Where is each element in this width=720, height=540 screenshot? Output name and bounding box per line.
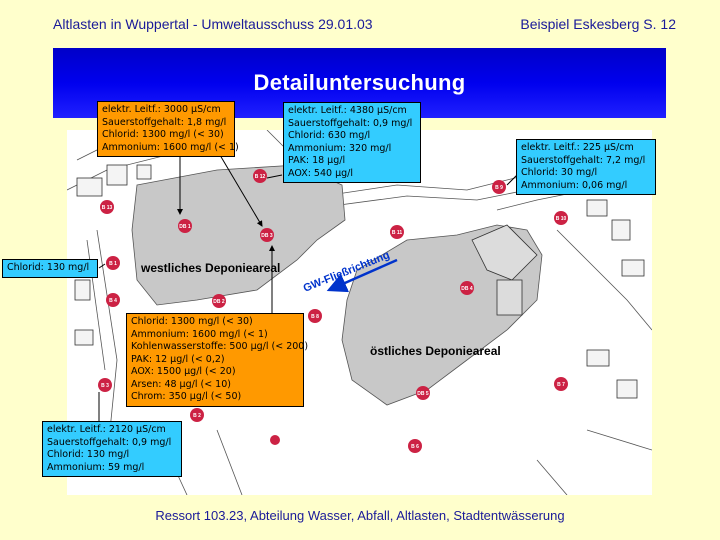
measurement-line: Arsen: 48 µg/l (< 10) xyxy=(131,378,231,390)
well-db2: DB 2 xyxy=(212,294,226,308)
well-b7: B 7 xyxy=(554,377,568,391)
measurement-line: PAK: 12 µg/l (< 0,2) xyxy=(131,353,225,365)
well-markers: B 1 B 2 B 3 B 4 B 6 B 7 B 8 B 9 B 10 B 1… xyxy=(98,169,568,453)
building-outlines xyxy=(74,164,645,399)
svg-text:DB 3: DB 3 xyxy=(261,233,273,239)
footer-text: Ressort 103.23, Abteilung Wasser, Abfall… xyxy=(155,508,565,523)
well-b13: B 13 xyxy=(100,200,114,214)
measurement-line: Chlorid: 130 mg/l xyxy=(47,449,130,460)
svg-text:B 1: B 1 xyxy=(109,261,117,267)
measurement-line: AOX: 1500 µg/l (< 20) xyxy=(131,366,236,377)
measurement-line: Chlorid: 30 mg/l xyxy=(521,167,598,178)
measurement-line: Chlorid: 1300 mg/l (< 30) xyxy=(102,129,224,140)
measurement-line: Ammonium: 1600 mg/l (< 1) xyxy=(131,328,268,340)
measurement-line: Sauerstoffgehalt: 7,2 mg/l xyxy=(521,154,646,166)
east-area-label: östliches Deponieareal xyxy=(370,344,501,358)
svg-text:B 2: B 2 xyxy=(193,413,201,419)
measurement-line: elektr. Leitf.: 3000 µS/cm xyxy=(102,104,221,115)
svg-text:DB 2: DB 2 xyxy=(213,299,225,305)
measurement-line: Ammonium: 320 mg/l xyxy=(288,142,392,154)
well-db1: DB 1 xyxy=(178,219,192,233)
svg-text:B 13: B 13 xyxy=(102,205,113,211)
flow-direction-arrow xyxy=(326,258,398,293)
connector-lines xyxy=(98,149,518,425)
measurement-line: PAK: 18 µg/l xyxy=(288,155,346,166)
west-area-label: westliches Deponieareal xyxy=(140,261,280,275)
well-b4: B 4 xyxy=(106,293,120,307)
measurement-line: Sauerstoffgehalt: 0,9 mg/l xyxy=(288,117,413,129)
well-b10: B 10 xyxy=(554,211,568,225)
measurement-line: Chlorid: 630 mg/l xyxy=(288,130,371,141)
svg-text:DB 4: DB 4 xyxy=(461,286,473,292)
measurement-line: elektr. Leitf.: 4380 µS/cm xyxy=(288,105,407,116)
svg-text:B 6: B 6 xyxy=(411,444,419,450)
industrial-building xyxy=(471,224,538,316)
measurement-line: Kohlenwasserstoffe: 500 µg/l (< 200) xyxy=(131,341,309,352)
measurement-line: Ammonium: 0,06 mg/l xyxy=(521,179,628,191)
well-b11: B 11 xyxy=(390,225,404,239)
well-db5: DB 5 xyxy=(416,386,430,400)
site-map: B 1 B 2 B 3 B 4 B 6 B 7 B 8 B 9 B 10 B 1… xyxy=(66,129,653,496)
well-unlabeled xyxy=(270,435,280,445)
well-b8: B 8 xyxy=(308,309,322,323)
well-db4: DB 4 xyxy=(460,281,474,295)
well-b3: B 3 xyxy=(98,378,112,392)
measurement-line: Sauerstoffgehalt: 0,9 mg/l xyxy=(47,436,172,448)
well-b2: B 2 xyxy=(190,408,204,422)
slide-title: Detailuntersuchung xyxy=(253,70,466,95)
svg-text:B 9: B 9 xyxy=(495,185,503,191)
svg-text:B 4: B 4 xyxy=(109,298,117,304)
measurement-line: Chlorid: 130 mg/l xyxy=(7,262,90,273)
header-right-text: Beispiel Eskesberg S. 12 xyxy=(520,16,676,32)
well-b6: B 6 xyxy=(408,439,422,453)
measurement-line: AOX: 540 µg/l xyxy=(288,167,353,179)
well-b12: B 12 xyxy=(253,169,267,183)
measurement-line: Chlorid: 1300 mg/l (< 30) xyxy=(131,316,253,327)
measurement-line: Chrom: 350 µg/l (< 50) xyxy=(131,391,242,402)
header-left-text: Altlasten in Wuppertal - Umweltausschuss… xyxy=(53,16,373,32)
well-db3: DB 3 xyxy=(260,228,274,242)
svg-text:B 7: B 7 xyxy=(557,382,565,388)
measurement-box-left: Chlorid: 130 mg/l xyxy=(2,259,98,278)
measurement-line: elektr. Leitf.: 225 µS/cm xyxy=(521,142,634,153)
measurement-box-center: Chlorid: 1300 mg/l (< 30)Ammonium: 1600 … xyxy=(126,313,309,407)
svg-text:B 10: B 10 xyxy=(556,216,567,222)
svg-text:DB 5: DB 5 xyxy=(417,391,429,397)
measurement-line: Sauerstoffgehalt: 1,8 mg/l xyxy=(102,116,227,128)
measurement-line: elektr. Leitf.: 2120 µS/cm xyxy=(47,424,166,435)
measurement-line: Ammonium: 1600 mg/l (< 1) xyxy=(102,141,239,153)
measurement-line: Ammonium: 59 mg/l xyxy=(47,461,145,473)
svg-text:B 12: B 12 xyxy=(255,174,266,180)
well-b1: B 1 xyxy=(106,256,120,270)
svg-text:B 8: B 8 xyxy=(311,314,319,320)
well-b9: B 9 xyxy=(492,180,506,194)
svg-text:DB 1: DB 1 xyxy=(179,224,191,230)
svg-text:B 11: B 11 xyxy=(392,230,403,236)
svg-text:B 3: B 3 xyxy=(101,383,109,389)
